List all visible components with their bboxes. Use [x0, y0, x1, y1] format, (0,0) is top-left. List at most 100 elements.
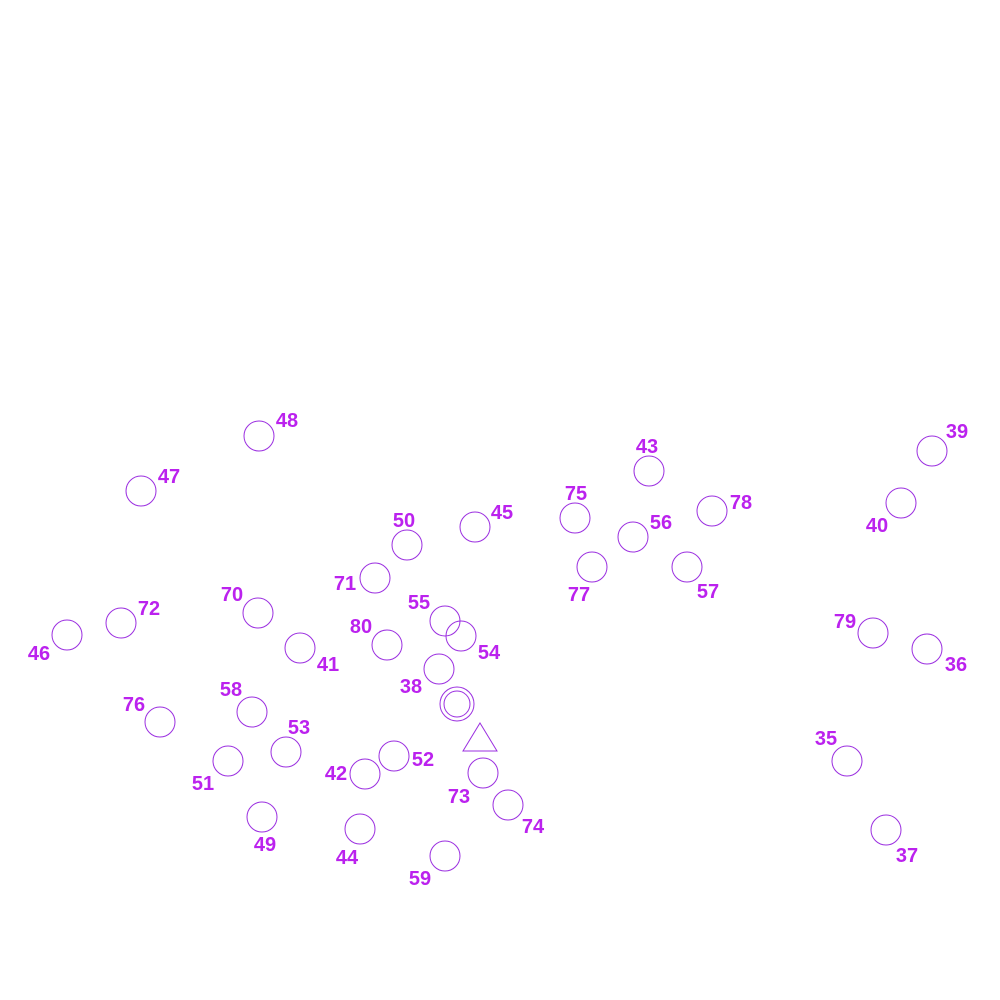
station-label: 51: [192, 773, 214, 795]
station-57[interactable]: 57: [671, 551, 719, 603]
station-77[interactable]: 77: [568, 551, 608, 606]
station-55[interactable]: 55: [408, 592, 461, 637]
station-51[interactable]: 51: [192, 745, 244, 795]
station-37[interactable]: 37: [870, 814, 918, 867]
station-marker-icon[interactable]: [576, 551, 608, 583]
station-54[interactable]: 54: [445, 620, 501, 664]
station-label: 43: [636, 436, 658, 458]
station-marker-icon[interactable]: [105, 607, 137, 639]
station-marker-icon[interactable]: [429, 840, 461, 872]
station-label: 42: [325, 763, 347, 785]
station-marker-icon[interactable]: [246, 801, 278, 833]
station-70[interactable]: 70: [221, 584, 274, 629]
station-35[interactable]: 35: [815, 728, 863, 777]
station-marker-icon[interactable]: [633, 455, 665, 487]
station-marker-icon[interactable]: [125, 475, 157, 507]
station-71[interactable]: 71: [334, 562, 391, 595]
station-marker-icon[interactable]: [617, 521, 649, 553]
station-label: 40: [866, 515, 888, 537]
station-52[interactable]: 52: [378, 740, 434, 772]
station-label: 54: [478, 642, 501, 664]
station-marker-icon[interactable]: [559, 502, 591, 534]
station-marker-icon[interactable]: [492, 789, 524, 821]
station-label: 46: [28, 643, 50, 665]
station-56[interactable]: 56: [617, 512, 672, 553]
station-marker-icon[interactable]: [429, 605, 461, 637]
station-marker-icon[interactable]: [911, 633, 943, 665]
station-marker-icon[interactable]: [857, 617, 889, 649]
station-label: 76: [123, 694, 145, 716]
station-label: 78: [730, 492, 752, 514]
station-48[interactable]: 48: [243, 410, 298, 452]
station-marker-icon[interactable]: [885, 487, 917, 519]
station-53[interactable]: 53: [270, 717, 310, 768]
station-marker-icon[interactable]: [459, 511, 491, 543]
station-marker-icon[interactable]: [243, 420, 275, 452]
station-73[interactable]: 73: [448, 757, 499, 808]
station-marker-icon[interactable]: [831, 745, 863, 777]
station-45[interactable]: 45: [459, 502, 513, 543]
station-label: 80: [350, 616, 372, 638]
station-marker-icon[interactable]: [270, 736, 302, 768]
station-label: 59: [409, 868, 431, 890]
station-marker-icon[interactable]: [344, 813, 376, 845]
station-marker-icon[interactable]: [916, 435, 948, 467]
station-marker-icon[interactable]: [870, 814, 902, 846]
station-marker-icon[interactable]: [391, 529, 423, 561]
station-marker-icon[interactable]: [212, 745, 244, 777]
station-59[interactable]: 59: [409, 840, 461, 890]
station-74[interactable]: 74: [492, 789, 545, 838]
triangle-icon[interactable]: [462, 722, 498, 752]
station-label: 70: [221, 584, 243, 606]
station-marker-icon[interactable]: [423, 653, 455, 685]
station-label: 39: [946, 421, 968, 443]
station-label: 72: [138, 598, 160, 620]
station-marker-icon[interactable]: [467, 757, 499, 789]
station-marker-icon[interactable]: [349, 758, 381, 790]
station-label: 38: [400, 676, 422, 698]
station-label: 44: [336, 847, 359, 869]
station-label: 55: [408, 592, 430, 614]
station-marker-icon[interactable]: [242, 597, 274, 629]
station-72[interactable]: 72: [105, 598, 160, 639]
station-80[interactable]: 80: [350, 616, 403, 661]
station-marker-icon[interactable]: [144, 706, 176, 738]
station-marker-icon[interactable]: [671, 551, 703, 583]
station-44[interactable]: 44: [336, 813, 376, 869]
station-marker-icon[interactable]: [378, 740, 410, 772]
station-label: 77: [568, 584, 590, 606]
station-43[interactable]: 43: [633, 436, 665, 487]
station-label: 79: [834, 611, 856, 633]
station-79[interactable]: 79: [834, 611, 889, 649]
station-75[interactable]: 75: [559, 483, 591, 534]
station-41[interactable]: 41: [284, 632, 339, 676]
station-46[interactable]: 46: [28, 619, 83, 665]
station-label: 73: [448, 786, 470, 808]
station-label: 48: [276, 410, 298, 432]
station-label: 36: [945, 654, 967, 676]
station-40[interactable]: 40: [866, 487, 917, 537]
station-label: 45: [491, 502, 513, 524]
station-marker-icon[interactable]: [51, 619, 83, 651]
station-78[interactable]: 78: [696, 492, 752, 527]
station-marker-icon[interactable]: [359, 562, 391, 594]
station-49[interactable]: 49: [246, 801, 278, 856]
station-38[interactable]: 38: [400, 653, 455, 698]
station-marker-icon[interactable]: [236, 696, 268, 728]
station-36[interactable]: 36: [911, 633, 967, 676]
station-label: 53: [288, 717, 310, 739]
station-42[interactable]: 42: [325, 758, 381, 790]
station-76[interactable]: 76: [123, 694, 176, 738]
station-50[interactable]: 50: [391, 510, 423, 561]
station-39[interactable]: 39: [916, 421, 968, 467]
station-label: 56: [650, 512, 672, 534]
double-circle-icon[interactable]: [439, 686, 475, 722]
station-marker-icon[interactable]: [445, 620, 477, 652]
station-47[interactable]: 47: [125, 466, 180, 507]
station-58[interactable]: 58: [220, 679, 268, 728]
station-label: 50: [393, 510, 415, 532]
station-marker-icon[interactable]: [284, 632, 316, 664]
station-marker-icon[interactable]: [371, 629, 403, 661]
station-marker-icon[interactable]: [696, 495, 728, 527]
